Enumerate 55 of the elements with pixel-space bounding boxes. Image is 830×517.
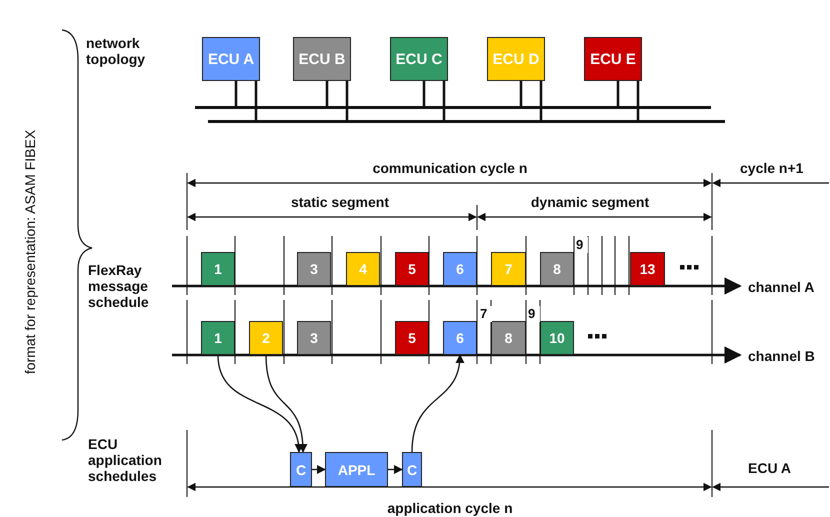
arrow — [312, 464, 326, 474]
slot-box: 1 — [201, 252, 235, 286]
ecu-box: ECU B — [293, 37, 351, 81]
process-box: C — [402, 452, 422, 487]
slot-box: 10 — [540, 321, 574, 355]
arrow — [388, 464, 403, 474]
slot-box: 5 — [395, 252, 429, 286]
label: static segment — [290, 194, 390, 210]
label: FlexRay message schedule — [88, 262, 150, 310]
bus-connector — [422, 81, 426, 106]
label: channel B — [748, 348, 816, 364]
slot-box: 8 — [540, 252, 574, 286]
ecu-box: ECU E — [584, 37, 642, 81]
ecu-box: ECU C — [390, 37, 448, 81]
process-box: C — [290, 452, 312, 487]
slot-number: 9 — [528, 306, 540, 322]
slot-box: 5 — [395, 321, 429, 355]
slot-box: 6 — [443, 321, 477, 355]
label: cycle n+1 — [740, 160, 804, 176]
process-box: APPL — [325, 452, 388, 487]
slot-box: 6 — [443, 252, 477, 286]
side-label: format for representation: ASAM FIBEX — [22, 128, 38, 376]
label: dynamic segment — [530, 194, 650, 210]
arrow — [265, 354, 308, 453]
arrow — [411, 354, 464, 452]
label: channel A — [748, 279, 816, 295]
bus-connector — [234, 81, 238, 106]
bus-connector — [346, 81, 348, 120]
label: application cycle n — [386, 500, 514, 516]
label: ECU application schedules — [88, 436, 163, 484]
slot-box: 3 — [297, 252, 331, 286]
arrow — [217, 354, 303, 453]
slot-box: 8 — [491, 321, 526, 355]
ecu-box: ECU A — [202, 37, 260, 81]
slot-box: 2 — [249, 321, 283, 355]
label: network topology — [86, 35, 146, 67]
slot-box: 3 — [297, 321, 331, 355]
slot-number: 9 — [576, 237, 588, 253]
bus-connector — [254, 81, 258, 120]
label: communication cycle n — [372, 160, 528, 176]
slot-box: 13 — [630, 252, 665, 286]
label: ECU A — [748, 460, 792, 476]
slot-box: 4 — [346, 252, 380, 286]
ecu-box: ECU D — [487, 37, 545, 81]
bus-connector — [636, 81, 640, 120]
slot-box: 1 — [201, 321, 235, 355]
bus-connector — [520, 81, 522, 106]
slot-box: 7 — [491, 252, 526, 286]
slot-number: 7 — [480, 306, 492, 322]
bus-connector — [616, 81, 620, 106]
bus-connector — [442, 81, 446, 120]
bus-line — [195, 106, 711, 109]
bus-connector — [540, 81, 542, 120]
bus-line — [208, 120, 725, 123]
bus-connector — [326, 81, 328, 106]
